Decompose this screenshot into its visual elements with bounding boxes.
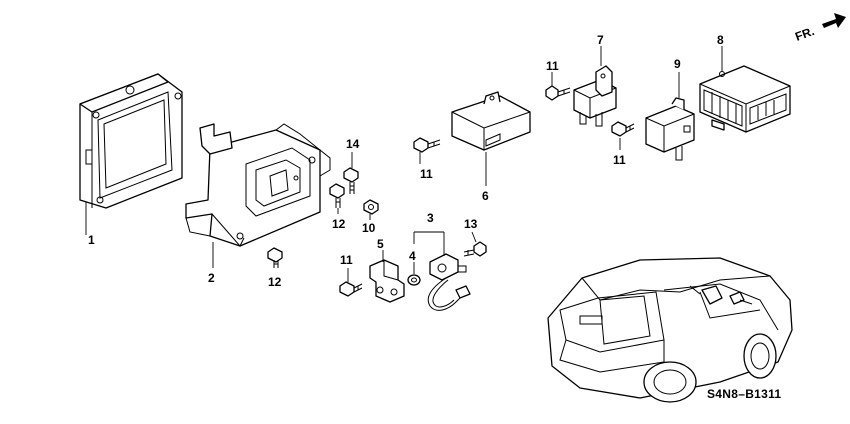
callout-10: 10 <box>362 221 376 235</box>
callout-2: 2 <box>208 271 215 285</box>
callout-6: 6 <box>482 189 489 203</box>
bolt-11-middle <box>413 137 441 153</box>
bolt-12-left <box>267 247 283 268</box>
callout-7: 7 <box>597 33 604 47</box>
callout-11-lower: 11 <box>340 253 353 267</box>
callout-9: 9 <box>674 57 681 71</box>
relay-7 <box>573 65 617 127</box>
module-8 <box>699 65 791 133</box>
callout-11-right: 11 <box>613 153 626 167</box>
bolt-13 <box>463 241 487 257</box>
bolt-11-lower <box>339 281 363 297</box>
callout-5: 5 <box>377 237 384 251</box>
front-direction-indicator: FR. <box>793 13 846 44</box>
callout-13: 13 <box>464 217 478 231</box>
callout-8: 8 <box>717 33 724 47</box>
callout-11-middle: 11 <box>420 167 433 181</box>
direction-label: FR. <box>793 24 816 44</box>
front-arrow-icon <box>822 13 846 28</box>
callout-12-middle: 12 <box>332 217 346 231</box>
callout-11-upper: 11 <box>546 59 559 73</box>
diagram-code: S4N8–B1311 <box>707 387 781 401</box>
bolt-14 <box>343 167 359 194</box>
sensor-bracket-5 <box>369 259 405 303</box>
callout-14: 14 <box>346 137 360 151</box>
vehicle-location-view <box>547 257 793 403</box>
sensor-3 <box>427 253 471 311</box>
ecu-unit <box>79 73 183 209</box>
bolt-12-middle <box>329 183 345 208</box>
callout-1: 1 <box>88 233 95 247</box>
ecu-bracket <box>185 123 331 247</box>
callout-12-left: 12 <box>268 275 282 289</box>
nut-10 <box>363 199 379 215</box>
callout-3: 3 <box>427 211 434 225</box>
bolt-11-upper <box>545 85 571 101</box>
control-unit-9 <box>645 97 695 161</box>
washer-4 <box>407 274 421 286</box>
module-6 <box>451 91 531 151</box>
bolt-11-right <box>611 121 635 137</box>
callout-4: 4 <box>409 249 416 263</box>
